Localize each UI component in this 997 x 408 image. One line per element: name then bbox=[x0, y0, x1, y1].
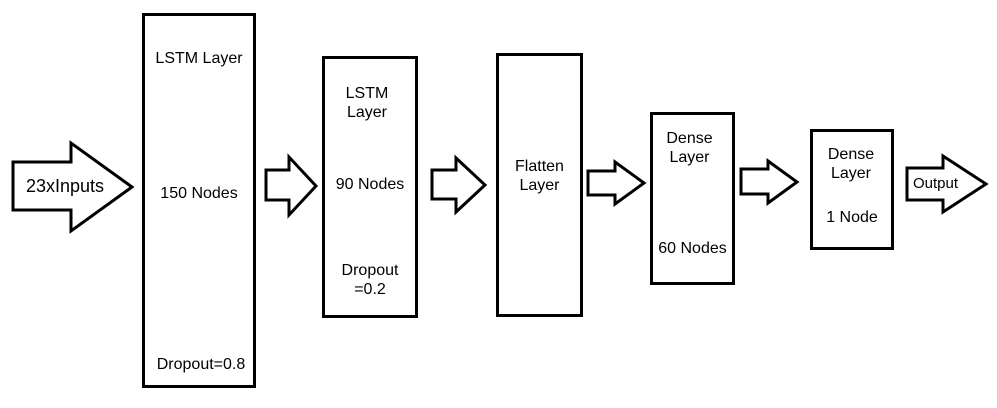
input-arrow bbox=[11, 140, 135, 234]
dense-layer-2-nodes: 1 Node bbox=[826, 209, 878, 226]
flatten-layer-title: Flatten Layer bbox=[515, 158, 564, 194]
flatten-layer-box bbox=[496, 53, 583, 317]
dense-layer-1-box bbox=[650, 112, 735, 285]
connector-arrow-1 bbox=[264, 153, 319, 219]
lstm-layer-1-box bbox=[142, 13, 256, 388]
lstm-layer-2-title: LSTM Layer bbox=[345, 85, 389, 121]
lstm-layer-2-nodes: 90 Nodes bbox=[335, 176, 405, 193]
dense-layer-2-title: Dense Layer bbox=[827, 146, 875, 182]
dense-layer-2-box bbox=[810, 129, 894, 250]
output-label: Output bbox=[913, 175, 959, 192]
dense-layer-1-title: Dense Layer bbox=[666, 130, 713, 166]
connector-arrow-2 bbox=[430, 154, 488, 216]
lstm-layer-1-nodes: 150 Nodes bbox=[160, 185, 238, 202]
lstm-layer-2-box bbox=[322, 56, 418, 318]
lstm-layer-2-dropout: Dropout =0.2 bbox=[341, 262, 399, 298]
connector-arrow-3 bbox=[586, 159, 647, 207]
output-arrow bbox=[905, 153, 989, 215]
lstm-layer-1-title: LSTM Layer bbox=[155, 50, 243, 67]
lstm-layer-1-dropout: Dropout=0.8 bbox=[156, 356, 246, 373]
input-label: 23xInputs bbox=[26, 176, 105, 196]
connector-arrow-4 bbox=[739, 158, 800, 206]
dense-layer-1-nodes: 60 Nodes bbox=[658, 240, 727, 257]
